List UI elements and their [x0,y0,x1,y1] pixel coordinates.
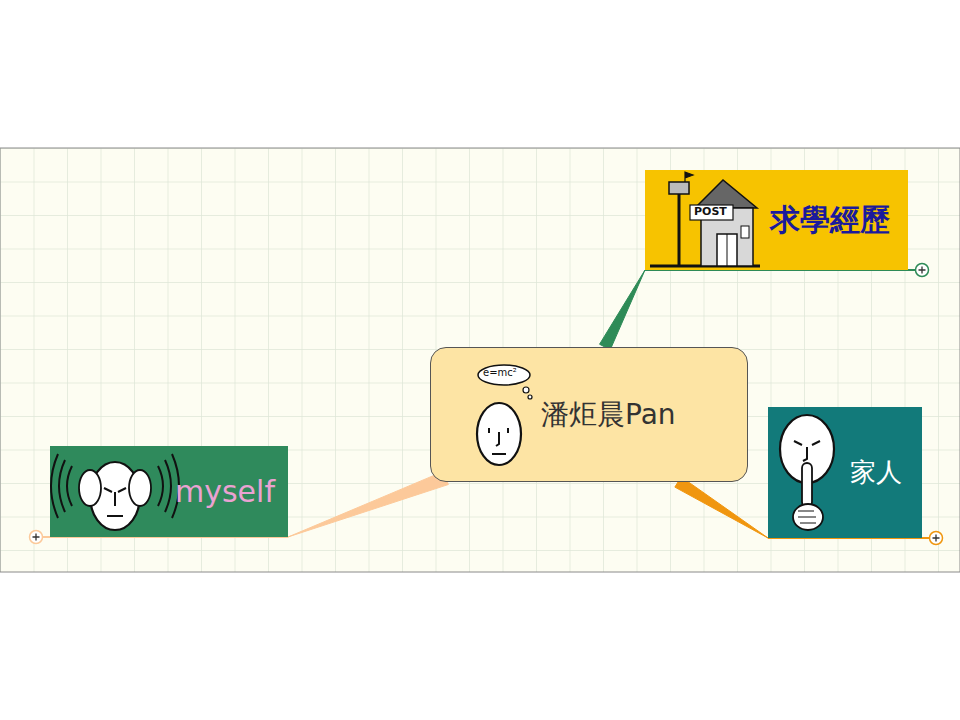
house-roof [695,180,757,208]
house-window [741,226,749,238]
expand-plus [919,267,926,274]
expand-plus [33,534,40,541]
topic-box: myself [50,446,288,537]
face-outline [477,403,521,465]
topic-label: 潘炬晨Pan [541,398,676,432]
thought-dot [523,387,529,393]
face-features [104,488,126,516]
thought-dot [528,395,532,399]
topic-label: myself [175,474,275,510]
expand-symbol [930,532,943,545]
topic-label: 求學經歷 [770,202,890,238]
mailbox-pole [678,190,681,266]
face-features [489,428,508,454]
post-sign [690,205,733,220]
branch-connector [675,477,768,538]
raised-finger [802,463,812,507]
grid-panel [0,148,960,572]
central-topic-box: 潘炬晨Pan [430,347,748,482]
sign-text: POST [694,205,727,218]
post-office-icon [645,170,785,270]
thought-formula: e=mc² [483,367,517,379]
branch-connector [600,270,645,350]
expand-plus [933,535,940,542]
branch-connector [288,471,448,537]
door-line [727,234,728,266]
topic-box: 求學經歷 [645,170,908,270]
fist-lines [798,511,816,523]
right-hand [129,470,151,506]
face-features [794,441,820,461]
expand-symbol [916,264,929,277]
fist [793,504,823,530]
hush-face-icon [768,407,858,538]
mailbox-flag [685,172,693,182]
thought-bubble [478,365,530,385]
mailbox [669,182,689,194]
topic-box: 家人 [768,407,922,538]
left-hand [79,470,101,506]
covered-ears-face-icon [50,446,175,537]
branch-group [600,264,929,350]
house-door [717,234,737,266]
topic-label: 家人 [850,457,902,488]
expand-symbol [30,531,43,544]
